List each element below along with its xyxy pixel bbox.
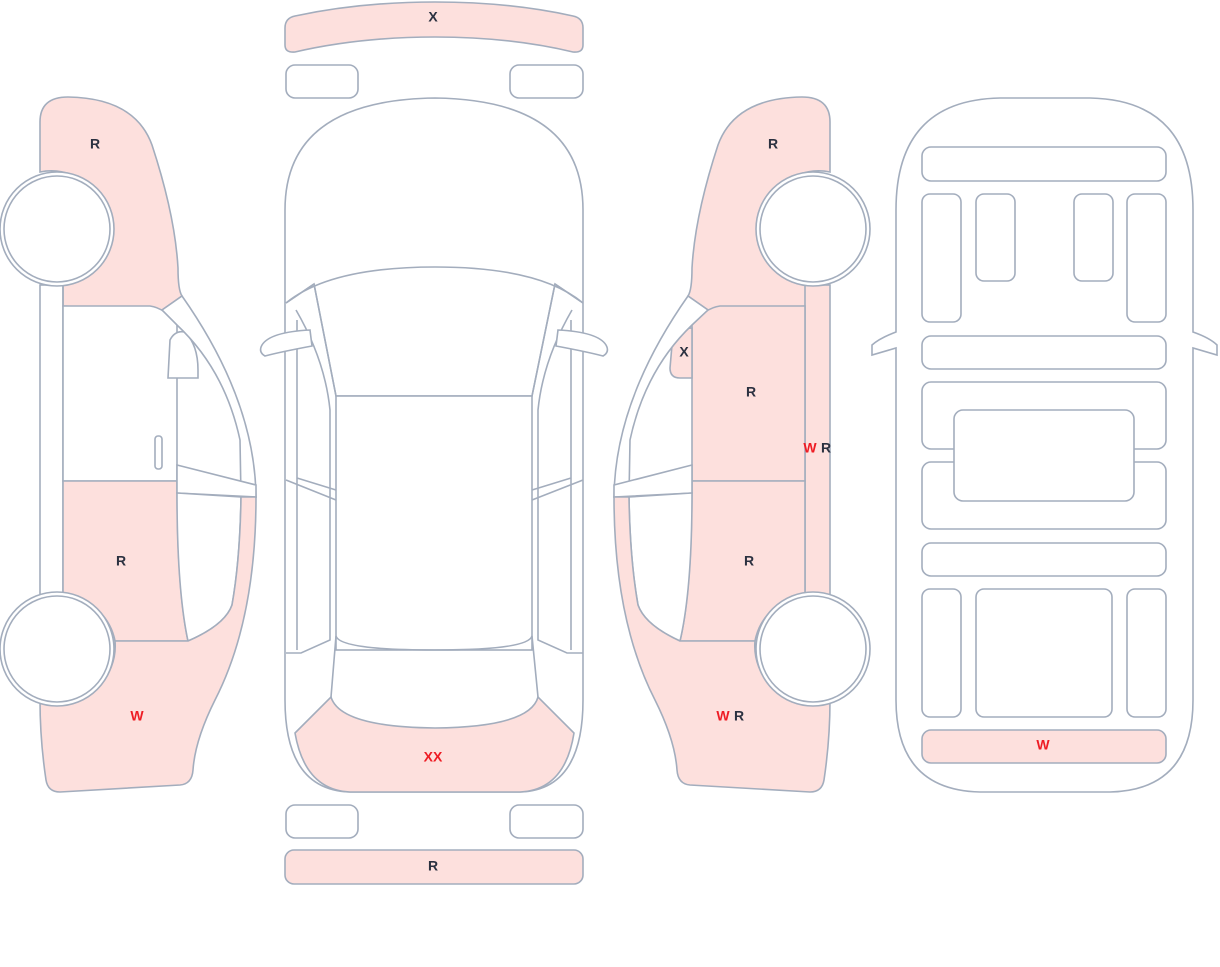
- right-sill-code-w: W: [803, 440, 817, 456]
- right-rear-quarter-code-r: R: [734, 708, 744, 724]
- front-bumper-code: X: [428, 9, 438, 25]
- right-front-door-code: R: [746, 384, 756, 400]
- rear-panel[interactable]: [921, 729, 1167, 764]
- right-taillight[interactable]: [509, 804, 584, 839]
- left-taillight[interactable]: [285, 804, 359, 839]
- right-rear-wheel[interactable]: [759, 595, 867, 703]
- left-headlight[interactable]: [285, 64, 359, 99]
- right-rear-trim[interactable]: [1126, 588, 1167, 718]
- left-front-fender-code: R: [90, 136, 100, 152]
- rear-window: [330, 635, 539, 698]
- rear-shelf[interactable]: [921, 542, 1167, 577]
- rear-window-area-code: XX: [424, 749, 443, 765]
- rear-panel-code: W: [1036, 737, 1050, 753]
- left-rear-wheel[interactable]: [3, 595, 111, 703]
- left-rear-door-code: R: [116, 553, 126, 569]
- front-seat-backs[interactable]: [921, 335, 1167, 370]
- right-a-pillar-lines: [531, 283, 584, 654]
- left-a-pillar-lines: [285, 283, 337, 654]
- top-view: X XX R: [259, 1, 609, 885]
- right-sill-code-r: R: [821, 440, 831, 456]
- rear-window-area[interactable]: [294, 695, 575, 793]
- top-right-mirror[interactable]: [555, 329, 609, 357]
- right-front-door-panel[interactable]: [1126, 193, 1167, 323]
- dashboard[interactable]: [921, 146, 1167, 182]
- cargo-floor[interactable]: [975, 588, 1113, 718]
- top-left-mirror[interactable]: [259, 329, 313, 357]
- right-front-fender-code: R: [768, 136, 778, 152]
- front-bumper[interactable]: [284, 1, 584, 53]
- right-rear-door-code: R: [744, 553, 754, 569]
- hood-line: [285, 283, 584, 304]
- left-sill[interactable]: [39, 284, 64, 596]
- left-side-view: R R W: [0, 96, 257, 793]
- rear-bumper-code: R: [428, 858, 438, 874]
- left-rear-trim[interactable]: [921, 588, 962, 718]
- interior-view: W: [871, 97, 1218, 793]
- driver-seat[interactable]: [975, 193, 1016, 282]
- left-door-handle-icon: [154, 435, 163, 470]
- right-mirror-code: X: [679, 344, 689, 360]
- left-rear-quarter-code: W: [130, 708, 144, 724]
- passenger-seat[interactable]: [1073, 193, 1114, 282]
- rear-bumper[interactable]: [284, 849, 584, 885]
- left-front-wheel[interactable]: [3, 175, 111, 283]
- sunroof-area[interactable]: [953, 409, 1135, 502]
- right-rear-quarter-code-w: W: [716, 708, 730, 724]
- right-front-wheel[interactable]: [759, 175, 867, 283]
- right-side-view: R X R W R R W R: [613, 96, 871, 793]
- right-headlight[interactable]: [509, 64, 584, 99]
- roof[interactable]: [335, 395, 533, 651]
- left-front-door-panel[interactable]: [921, 193, 962, 323]
